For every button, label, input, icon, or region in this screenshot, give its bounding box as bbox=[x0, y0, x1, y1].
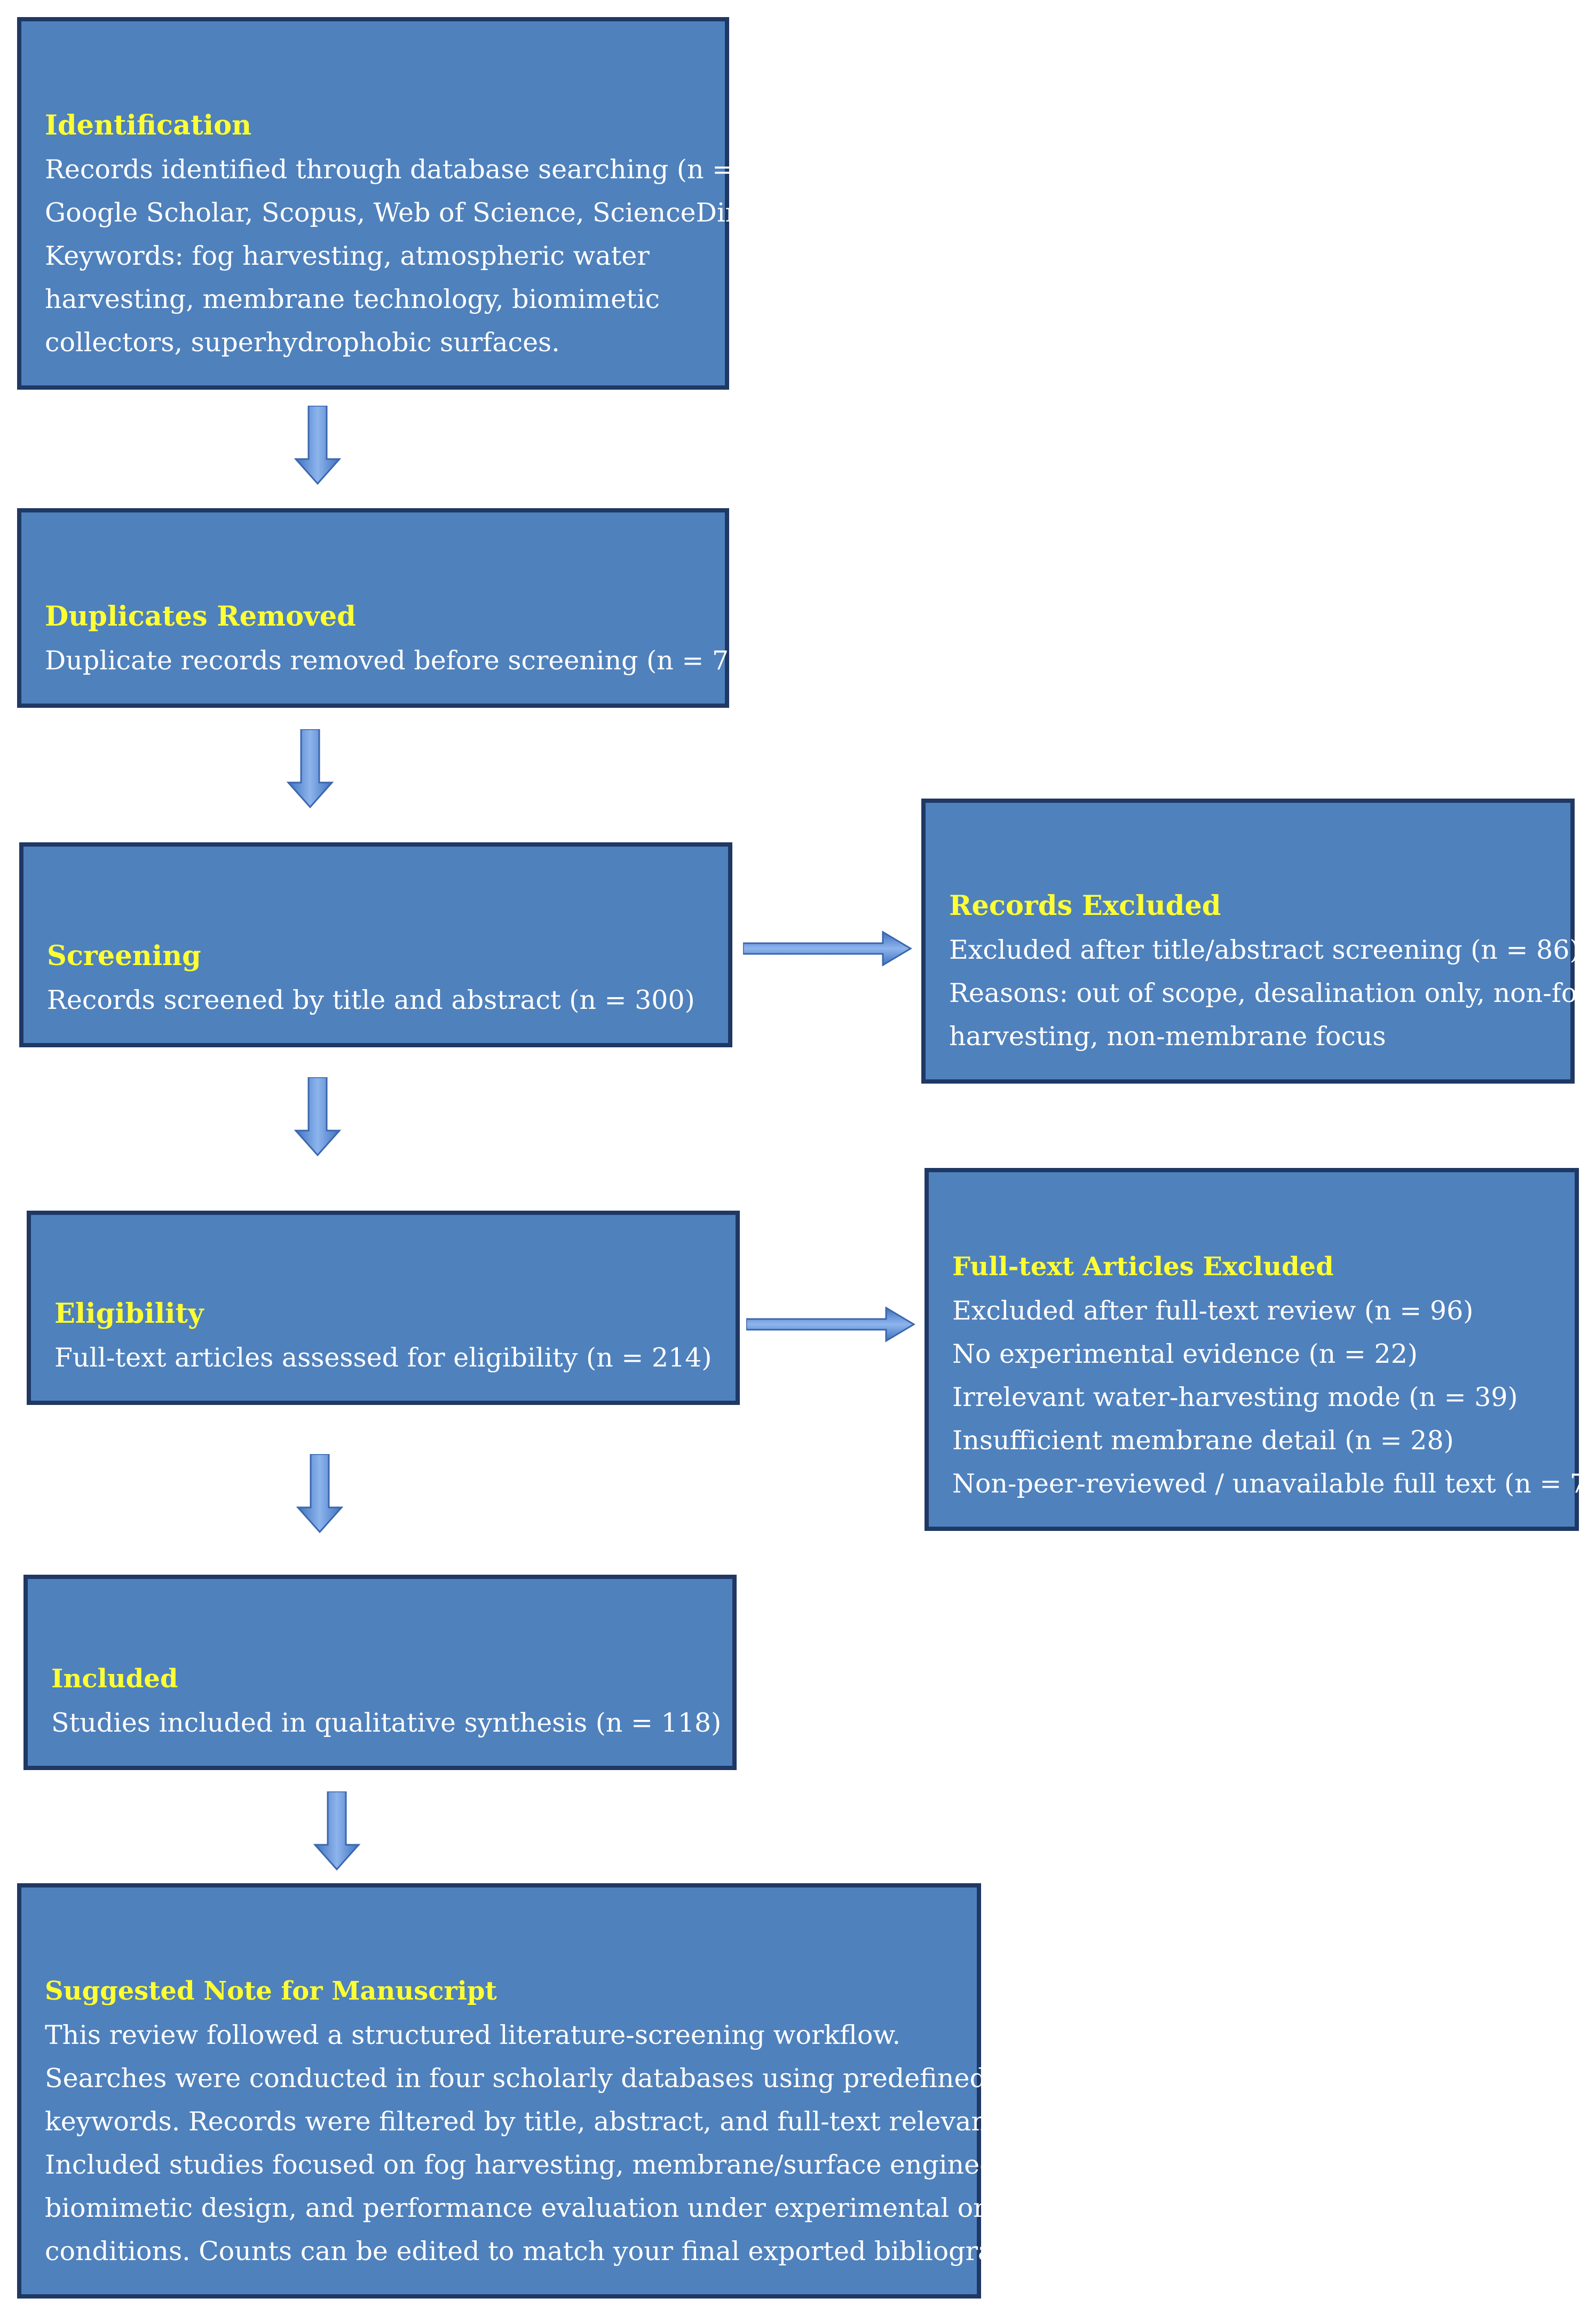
duplicates-box: Duplicates Removed Duplicate records rem… bbox=[17, 508, 756, 708]
duplicates-line: Duplicate records removed before screeni… bbox=[45, 645, 756, 676]
down-arrow-icon bbox=[296, 1454, 344, 1534]
fulltext-excluded-line: No experimental evidence (n = 22) bbox=[952, 1339, 1418, 1369]
note-box: Suggested Note for Manuscript This revie… bbox=[17, 1883, 1058, 2299]
identification-line: collectors, superhydrophobic surfaces. bbox=[45, 327, 560, 358]
identification-title: Identification bbox=[45, 109, 252, 141]
note-line: Searches were conducted in four scholarl… bbox=[45, 2063, 986, 2094]
identification-line: Google Scholar, Scopus, Web of Science, … bbox=[45, 198, 779, 228]
fulltext-excluded-line: Non-peer-reviewed / unavailable full tex… bbox=[952, 1468, 1596, 1499]
records-excluded-line: Excluded after title/abstract screening … bbox=[949, 935, 1580, 965]
records-excluded-title: Records Excluded bbox=[949, 890, 1221, 922]
records-excluded-line: harvesting, non-membrane focus bbox=[949, 1021, 1386, 1052]
note-line: conditions. Counts can be edited to matc… bbox=[45, 2236, 1047, 2266]
included-title: Included bbox=[51, 1664, 178, 1694]
records-excluded-box: Records Excluded Excluded after title/ab… bbox=[921, 799, 1594, 1084]
included-line: Studies included in qualitative synthesi… bbox=[51, 1708, 722, 1738]
note-title: Suggested Note for Manuscript bbox=[45, 1976, 497, 2006]
note-line: Included studies focused on fog harvesti… bbox=[45, 2150, 1058, 2180]
down-arrow-icon bbox=[286, 729, 334, 809]
included-box: Included Studies included in qualitative… bbox=[23, 1575, 737, 1770]
fulltext-excluded-box: Full-text Articles Excluded Excluded aft… bbox=[925, 1168, 1596, 1531]
records-excluded-line: Reasons: out of scope, desalination only… bbox=[949, 978, 1594, 1008]
note-line: keywords. Records were filtered by title… bbox=[45, 2106, 1026, 2137]
screening-box: Screening Records screened by title and … bbox=[19, 842, 732, 1047]
down-arrow-icon bbox=[294, 1077, 342, 1157]
note-line: This review followed a structured litera… bbox=[45, 2020, 901, 2050]
eligibility-line: Full-text articles assessed for eligibil… bbox=[54, 1342, 712, 1373]
eligibility-box: Eligibility Full-text articles assessed … bbox=[27, 1211, 740, 1405]
screening-line: Records screened by title and abstract (… bbox=[47, 985, 695, 1015]
fulltext-excluded-line: Insufficient membrane detail (n = 28) bbox=[952, 1425, 1454, 1456]
fulltext-excluded-line: Irrelevant water-harvesting mode (n = 39… bbox=[952, 1382, 1518, 1412]
note-line: biomimetic design, and performance evalu… bbox=[45, 2193, 1052, 2223]
right-arrow-icon bbox=[746, 1306, 915, 1342]
identification-line: harvesting, membrane technology, biomime… bbox=[45, 284, 660, 314]
fulltext-excluded-title: Full-text Articles Excluded bbox=[952, 1252, 1334, 1282]
down-arrow-icon bbox=[313, 1791, 361, 1871]
fulltext-excluded-line: Excluded after full-text review (n = 96) bbox=[952, 1296, 1474, 1326]
identification-line: Records identified through database sear… bbox=[45, 154, 803, 185]
right-arrow-icon bbox=[743, 930, 912, 967]
down-arrow-icon bbox=[294, 406, 342, 485]
identification-box: Identification Records identified throug… bbox=[17, 17, 803, 390]
screening-title: Screening bbox=[47, 940, 201, 972]
eligibility-title: Eligibility bbox=[54, 1298, 204, 1330]
duplicates-title: Duplicates Removed bbox=[45, 601, 356, 633]
identification-line: Keywords: fog harvesting, atmospheric wa… bbox=[45, 241, 650, 271]
